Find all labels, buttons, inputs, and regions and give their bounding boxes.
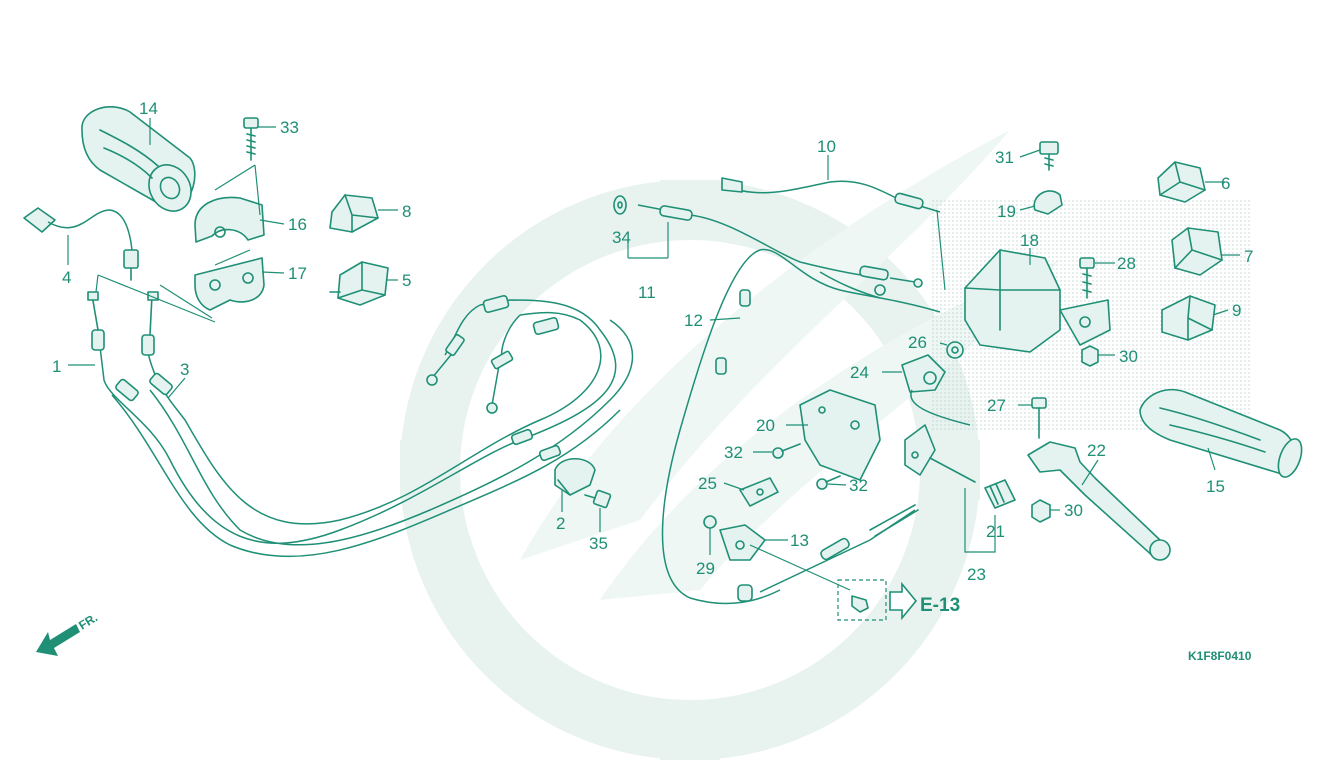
bolt-26 <box>946 341 964 359</box>
part-label-25[interactable]: 25 <box>698 474 717 493</box>
part-label-30-upper[interactable]: 30 <box>1119 347 1138 366</box>
part-label-23[interactable]: 23 <box>967 565 986 584</box>
cover-plate-20 <box>799 389 881 481</box>
leader-lines <box>67 118 1240 555</box>
switch-7 <box>1171 227 1223 276</box>
part-label-24[interactable]: 24 <box>850 363 869 382</box>
switch-8 <box>329 194 379 233</box>
part-label-7[interactable]: 7 <box>1244 247 1253 266</box>
reference-box <box>837 579 887 621</box>
page-ref-arrow-icon <box>889 581 918 621</box>
part-label-34[interactable]: 34 <box>612 228 631 247</box>
part-label-33[interactable]: 33 <box>280 118 299 137</box>
part-label-21[interactable]: 21 <box>986 522 1005 541</box>
part-label-32-upper[interactable]: 32 <box>724 443 743 462</box>
part-label-27[interactable]: 27 <box>987 396 1006 415</box>
cable-10 <box>721 177 941 213</box>
part-label-3[interactable]: 3 <box>180 360 189 379</box>
cable-12 <box>661 248 941 605</box>
part-label-17[interactable]: 17 <box>288 264 307 283</box>
lever-bracket-18 <box>964 249 1111 353</box>
switch-5 <box>329 261 389 306</box>
bolt-32-upper <box>772 443 801 459</box>
bolt-32-lower <box>816 475 841 490</box>
part-label-19[interactable]: 19 <box>997 202 1016 221</box>
wire-harness-4 <box>23 207 139 281</box>
bolt-31 <box>1039 141 1059 171</box>
switch-6 <box>1157 161 1206 203</box>
part-label-12[interactable]: 12 <box>684 311 703 330</box>
part-label-18[interactable]: 18 <box>1020 231 1039 250</box>
washer-34 <box>613 195 627 215</box>
bolt-33 <box>243 117 259 161</box>
bracket-13 <box>719 524 766 561</box>
part-label-16[interactable]: 16 <box>288 215 307 234</box>
part-label-26[interactable]: 26 <box>908 333 927 352</box>
part-label-14[interactable]: 14 <box>139 99 158 118</box>
page-ref-label[interactable]: E-13 <box>920 595 960 616</box>
bracket-23 <box>904 424 976 483</box>
part-label-10[interactable]: 10 <box>817 137 836 156</box>
nut-30-upper <box>1081 345 1099 367</box>
switch-9 <box>1161 295 1216 341</box>
adjuster-21 <box>984 479 1016 509</box>
part-label-1[interactable]: 1 <box>52 357 61 376</box>
front-marker-label: FR. <box>76 610 100 632</box>
part-label-29[interactable]: 29 <box>696 559 715 578</box>
switch-holder-lower <box>194 257 265 311</box>
part-label-9[interactable]: 9 <box>1232 301 1241 320</box>
right-grip <box>1139 388 1303 478</box>
front-direction-arrow-icon <box>36 624 80 656</box>
part-label-11[interactable]: 11 <box>638 283 656 302</box>
cable-11 <box>637 204 923 288</box>
bolt-29 <box>703 515 717 529</box>
part-label-8[interactable]: 8 <box>402 202 411 221</box>
plate-25 <box>739 477 779 507</box>
left-grip <box>81 106 196 212</box>
part-label-31[interactable]: 31 <box>995 148 1014 167</box>
throttle-cables <box>87 291 634 558</box>
part-label-22[interactable]: 22 <box>1087 441 1106 460</box>
bolt-35 <box>584 489 612 509</box>
switch-24 <box>901 354 971 426</box>
part-label-20[interactable]: 20 <box>756 416 775 435</box>
bolt-28 <box>1079 257 1095 299</box>
part-label-32-lower[interactable]: 32 <box>849 476 868 495</box>
part-label-35[interactable]: 35 <box>589 534 608 553</box>
part-label-28[interactable]: 28 <box>1117 254 1136 273</box>
part-label-2[interactable]: 2 <box>556 514 565 533</box>
cable-clamp-2 <box>554 457 596 496</box>
part-label-4[interactable]: 4 <box>62 268 71 287</box>
part-label-6[interactable]: 6 <box>1221 174 1230 193</box>
part-label-15[interactable]: 15 <box>1206 477 1225 496</box>
part-label-30-lower[interactable]: 30 <box>1064 501 1083 520</box>
clamp-19 <box>1033 190 1063 215</box>
part-label-13[interactable]: 13 <box>790 531 809 550</box>
nut-30-lower <box>1031 499 1051 523</box>
part-label-5[interactable]: 5 <box>402 271 411 290</box>
diagram-reference-code: K1F8F0410 <box>1188 649 1252 663</box>
switch-holder-upper <box>194 196 265 243</box>
brake-lever-22 <box>1027 441 1171 561</box>
bolt-27 <box>1031 397 1047 439</box>
